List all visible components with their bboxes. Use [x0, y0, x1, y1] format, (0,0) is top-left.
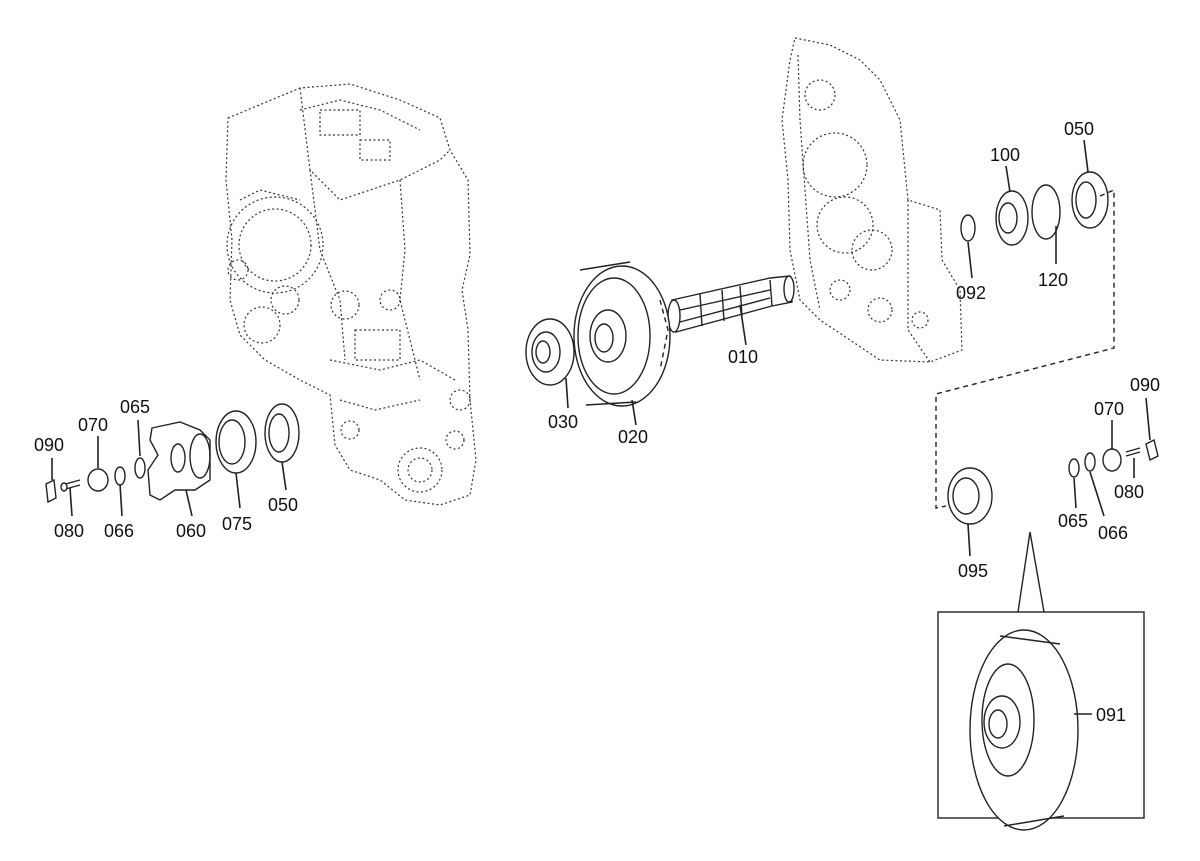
- callout-030: 030: [548, 412, 579, 432]
- callout-091: 091: [1096, 705, 1127, 725]
- transmission-housing: [225, 83, 477, 506]
- washer-066-right: [1084, 452, 1096, 472]
- screw-080-left: [60, 479, 81, 492]
- leader-lines: [51, 139, 1151, 715]
- callout-100: 100: [990, 145, 1021, 165]
- callout-066-left: 066: [104, 521, 135, 541]
- callout-090-left: 090: [34, 435, 65, 455]
- callout-080-right: 080: [1114, 482, 1145, 502]
- callout-075: 075: [222, 514, 253, 534]
- seal-050-left: [264, 403, 300, 463]
- detail-inset: [937, 531, 1145, 831]
- o-ring-065-left: [134, 457, 146, 479]
- callout-080-left: 080: [54, 521, 85, 541]
- callout-092: 092: [956, 283, 987, 303]
- callout-020: 020: [618, 427, 649, 447]
- washer-066-left: [114, 466, 126, 486]
- callout-065-right: 065: [1058, 511, 1089, 531]
- callout-070-right: 070: [1094, 399, 1125, 419]
- callout-070-left: 070: [78, 415, 109, 435]
- callout-095: 095: [958, 561, 989, 581]
- lock-plate-090-right: [1145, 438, 1159, 462]
- callout-065-left: 065: [120, 397, 151, 417]
- housing-cover-plate: [781, 37, 963, 363]
- output-shaft: [667, 275, 795, 333]
- callout-010: 010: [728, 347, 759, 367]
- snap-ring-120: [1031, 184, 1061, 240]
- ring-092: [960, 214, 976, 242]
- bearing: [525, 318, 575, 386]
- seal-075: [215, 410, 257, 474]
- callout-090-right: 090: [1130, 375, 1161, 395]
- gear: [573, 261, 671, 407]
- disc-070-right: [1102, 448, 1122, 472]
- seal-050-right: [1071, 171, 1109, 229]
- callout-050-right: 050: [1064, 119, 1095, 139]
- yoke-flange-060: [147, 421, 211, 501]
- screw-080-right: [1125, 447, 1141, 457]
- bearing-100: [995, 190, 1029, 246]
- seal-095: [947, 467, 993, 525]
- lock-plate-090-left: [45, 478, 57, 504]
- alignment-line: [935, 188, 1115, 509]
- disc-070-left: [87, 468, 109, 492]
- callout-066-right: 066: [1098, 523, 1129, 543]
- o-ring-065-right: [1068, 458, 1080, 478]
- callout-120: 120: [1038, 270, 1069, 290]
- callout-060: 060: [176, 521, 207, 541]
- callout-050-left: 050: [268, 495, 299, 515]
